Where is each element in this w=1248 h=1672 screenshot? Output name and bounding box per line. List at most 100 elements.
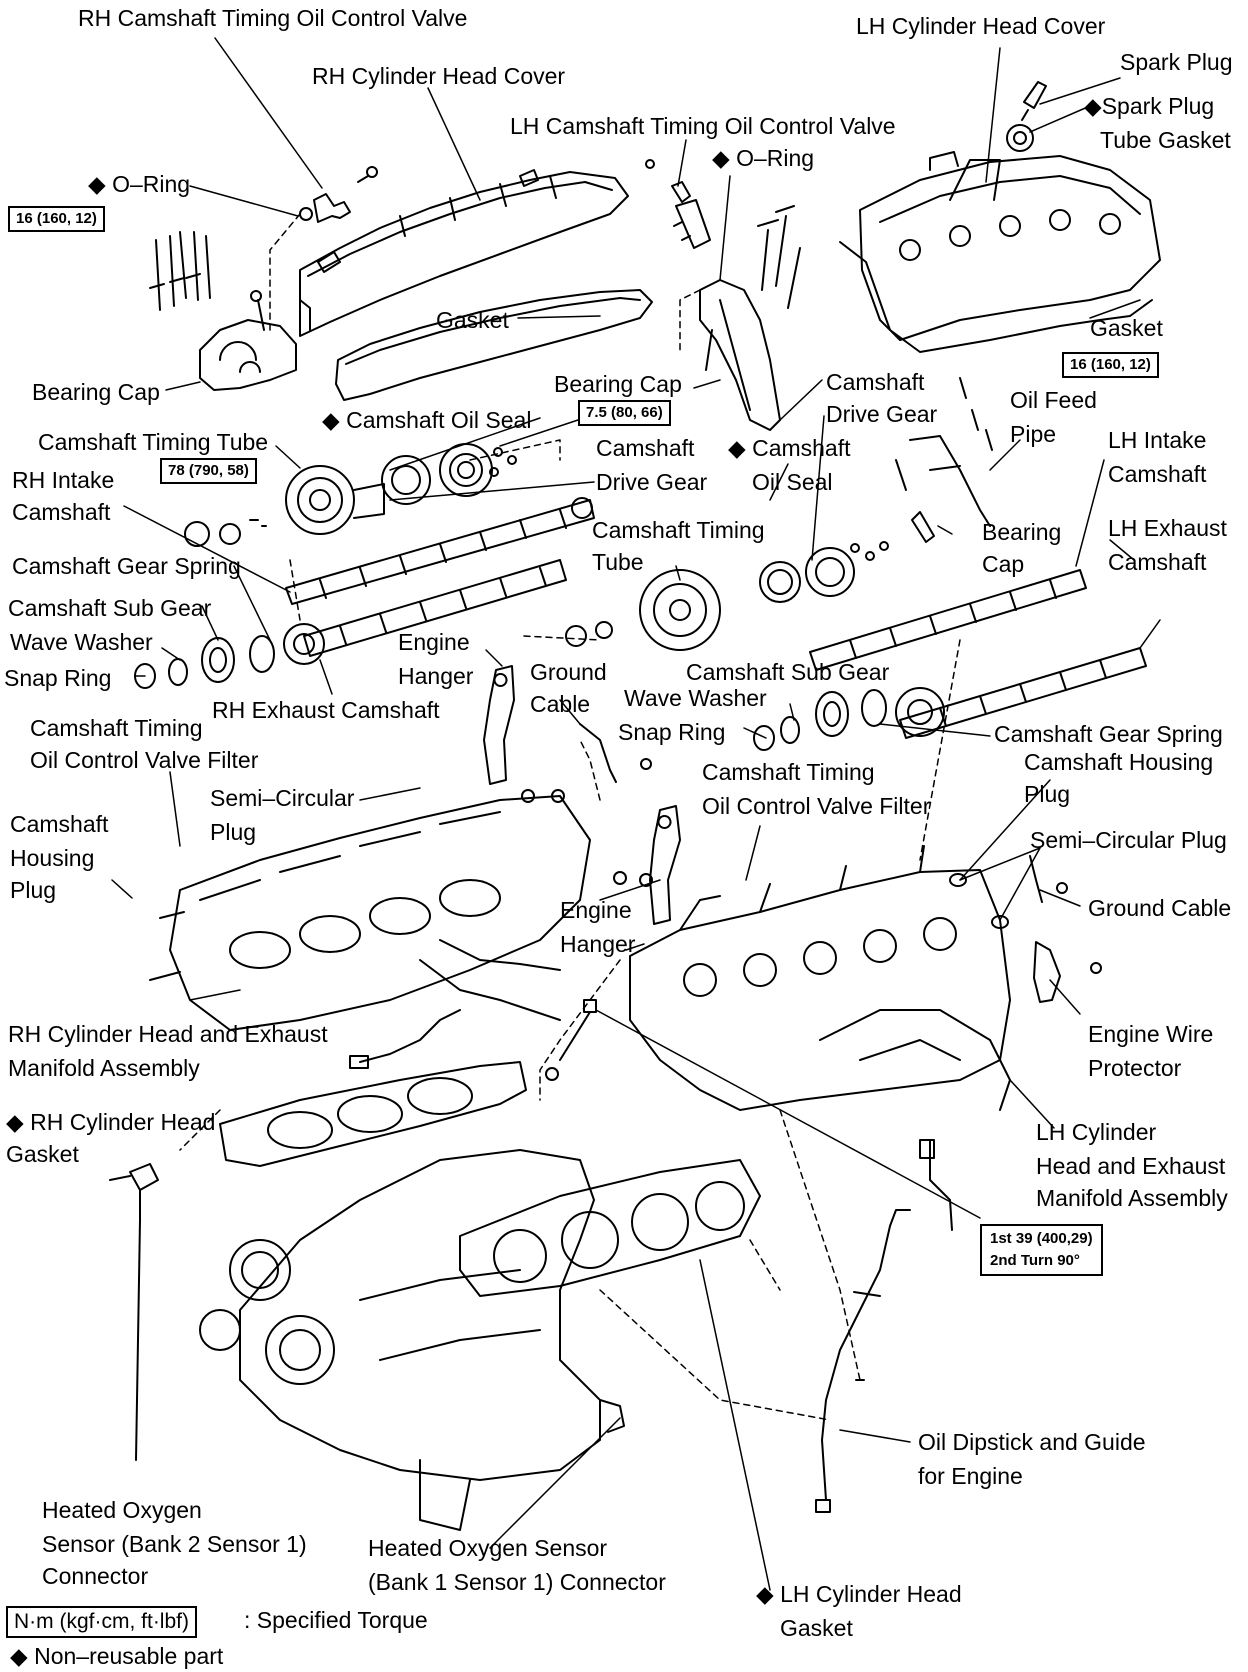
label-rh-head-manifold-1: RH Cylinder Head and Exhaust — [8, 1021, 328, 1047]
label-spark-plug-tube-gasket-1: ◆Spark Plug — [1084, 93, 1215, 119]
head-bolt-part — [545, 999, 597, 1081]
label-dipstick-2: for Engine — [918, 1463, 1023, 1489]
label-ocv-filter-left-1: Camshaft Timing — [30, 715, 203, 741]
label-snap-ring-left: Snap Ring — [4, 665, 112, 691]
sensor-wire-rh — [349, 1009, 461, 1069]
oil-feed-pipe-part — [895, 377, 993, 543]
label-camshaft-oil-seal-left: ◆ Camshaft Oil Seal — [322, 407, 532, 433]
label-rh-intake-cam-2: Camshaft — [12, 499, 111, 525]
label-ho2s-b2-2: Sensor (Bank 2 Sensor 1) — [42, 1531, 307, 1557]
label-camshaft-drive-gear-mid-2: Drive Gear — [596, 469, 708, 495]
label-rh-head-manifold-2: Manifold Assembly — [8, 1055, 200, 1081]
label-oil-feed-pipe-1: Oil Feed — [1010, 387, 1097, 413]
label-wave-washer-left: Wave Washer — [10, 629, 153, 655]
legend-non-reusable: ◆ Non–reusable part — [10, 1643, 224, 1669]
label-wave-washer-right: Wave Washer — [624, 685, 767, 711]
rh-bearing-cap-part — [149, 231, 297, 391]
label-cam-housing-plug-left-2: Housing — [10, 845, 95, 871]
label-oil-feed-pipe-2: Pipe — [1010, 421, 1057, 447]
label-ground-cable-top-2: Cable — [530, 691, 591, 717]
leader-lines — [111, 37, 1161, 1591]
ground-cable-top-part — [579, 723, 652, 783]
label-camshaft-drive-gear-right-1: Camshaft — [826, 369, 925, 395]
torque-box-39-line1: 1st 39 (400,29) — [990, 1230, 1093, 1247]
label-dipstick-1: Oil Dipstick and Guide — [918, 1429, 1146, 1455]
sensor-wire-lh — [919, 1139, 953, 1231]
label-lh-exhaust-cam-1: LH Exhaust — [1108, 515, 1227, 541]
mid-bearing-cap-part — [699, 205, 801, 431]
label-o-ring-left: ◆ O–Ring — [88, 171, 191, 197]
label-camshaft-drive-gear-right-2: Drive Gear — [826, 401, 938, 427]
lh-cylinder-head-gasket-part — [459, 1159, 761, 1297]
label-camshaft-oil-seal-right-1: ◆ Camshaft — [728, 435, 851, 461]
lh-intake-camshaft-part — [809, 569, 1087, 671]
label-lh-head-manifold-3: Manifold Assembly — [1036, 1185, 1228, 1211]
lh-cylinder-head-assembly — [629, 845, 1011, 1111]
legend-torque-unit: N·m (kgf·cm, ft·lbf) — [6, 1606, 197, 1638]
engine-hanger-top-part — [483, 665, 565, 803]
lh-exhaust-camshaft-part — [895, 647, 1147, 739]
label-camshaft-timing-tube-left: Camshaft Timing Tube — [38, 429, 269, 455]
label-engine-hanger-mid-2: Hanger — [560, 931, 636, 957]
torque-box-16-right: 16 (160, 12) — [1062, 352, 1159, 378]
label-rh-head-gasket-1: ◆ RH Cylinder Head — [6, 1109, 216, 1135]
label-ho2s-b2-3: Connector — [42, 1563, 149, 1589]
label-engine-wire-protector-1: Engine Wire — [1088, 1021, 1214, 1047]
label-semi-plug-right: Semi–Circular Plug — [1030, 827, 1227, 853]
label-ho2s-b1-2: (Bank 1 Sensor 1) Connector — [368, 1569, 666, 1595]
label-ocv-filter-left-2: Oil Control Valve Filter — [30, 747, 259, 773]
ground-cable-right-part — [1029, 855, 1068, 903]
torque-box-78: 78 (790, 58) — [160, 458, 257, 484]
ho2s-bank2-connector-part — [109, 1163, 159, 1461]
label-ho2s-b2-1: Heated Oxygen — [42, 1497, 202, 1523]
label-ho2s-b1-1: Heated Oxygen Sensor — [368, 1535, 608, 1561]
oil-dipstick-part — [815, 1209, 911, 1513]
lh-cylinder-head-cover — [859, 151, 1161, 341]
dashed-locator-lines — [179, 213, 961, 1421]
label-bearing-cap-left: Bearing Cap — [32, 379, 160, 405]
label-camshaft-drive-gear-mid-1: Camshaft — [596, 435, 695, 461]
label-rh-ocv: RH Camshaft Timing Oil Control Valve — [78, 5, 468, 31]
label-ocv-filter-right-2: Oil Control Valve Filter — [702, 793, 931, 819]
label-cam-gear-spring-left: Camshaft Gear Spring — [12, 553, 241, 579]
legend-torque-desc: : Specified Torque — [244, 1607, 428, 1633]
label-bearing-cap-right-2: Cap — [982, 551, 1025, 577]
label-cam-housing-plug-right-1: Camshaft Housing — [1024, 749, 1214, 775]
torque-box-39-line2: 2nd Turn 90° — [990, 1252, 1080, 1269]
label-gasket-rh: Gasket — [436, 307, 509, 333]
lh-head-cover-gasket — [839, 241, 1153, 353]
label-lh-ocv: LH Camshaft Timing Oil Control Valve — [510, 113, 896, 139]
label-lh-intake-cam-1: LH Intake — [1108, 427, 1207, 453]
label-semi-plug-left-2: Plug — [210, 819, 257, 845]
label-gasket-lh: Gasket — [1090, 315, 1163, 341]
label-lh-head-gasket-2: Gasket — [780, 1615, 853, 1641]
label-engine-hanger-top-1: Engine — [398, 629, 470, 655]
label-engine-hanger-top-2: Hanger — [398, 663, 474, 689]
label-o-ring-right: ◆ O–Ring — [712, 145, 815, 171]
label-cam-sub-gear-right: Camshaft Sub Gear — [686, 659, 890, 685]
label-rh-intake-cam-1: RH Intake — [12, 467, 115, 493]
torque-box-16-left: 16 (160, 12) — [8, 206, 105, 232]
rh-cylinder-head-cover — [299, 169, 629, 337]
spark-plug-part — [1006, 81, 1047, 152]
lh-ocv-part — [645, 159, 711, 249]
torque-box-7-5: 7.5 (80, 66) — [578, 400, 671, 426]
rh-sub-gear-parts — [134, 635, 275, 689]
label-engine-hanger-mid-1: Engine — [560, 897, 632, 923]
label-cam-timing-tube-right-2: Tube — [592, 549, 644, 575]
label-cam-housing-plug-left-1: Camshaft — [10, 811, 109, 837]
label-semi-plug-left-1: Semi–Circular — [210, 785, 355, 811]
rh-ocv-part — [299, 166, 378, 223]
label-ground-cable-right: Ground Cable — [1088, 895, 1232, 921]
label-lh-head-cover: LH Cylinder Head Cover — [856, 13, 1106, 39]
label-lh-head-gasket-1: ◆ LH Cylinder Head — [756, 1581, 962, 1607]
label-cam-sub-gear-left: Camshaft Sub Gear — [8, 595, 212, 621]
label-bearing-cap-mid: Bearing Cap — [554, 371, 682, 397]
label-cam-timing-tube-right-1: Camshaft Timing — [592, 517, 765, 543]
label-snap-ring-right: Snap Ring — [618, 719, 726, 745]
timing-gears-upper — [184, 443, 517, 547]
engine-wire-protector-part — [1033, 941, 1102, 1003]
rh-head-cover-gasket — [335, 289, 653, 401]
